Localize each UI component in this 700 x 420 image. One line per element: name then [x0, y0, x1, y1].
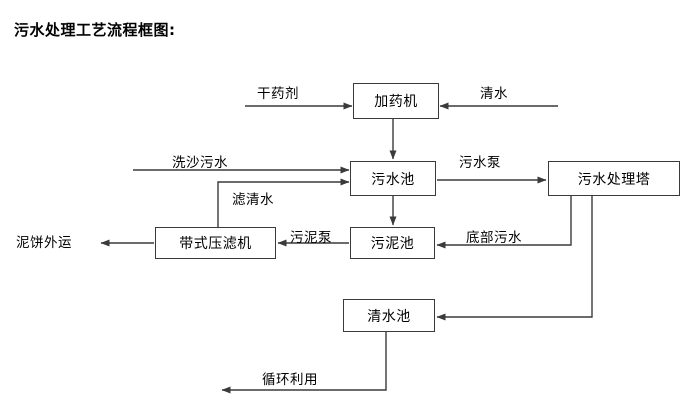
- edge-label-sewage-pump: 污水泵: [459, 155, 501, 171]
- node-treatment-tower[interactable]: 污水处理塔: [548, 161, 680, 196]
- edge-treatment-tower-to-sludge-pond: [436, 196, 572, 249]
- node-wastewater-pond[interactable]: 污水池: [350, 161, 436, 196]
- node-dosing-machine-label: 加药机: [374, 94, 418, 110]
- edge-clearwater-pond-to-recycle: [221, 332, 387, 394]
- node-wastewater-pond-label: 污水池: [371, 171, 415, 188]
- node-sludge-pond[interactable]: 污泥池: [350, 227, 435, 259]
- node-belt-filter-press[interactable]: 带式压滤机: [155, 227, 276, 259]
- edge-label-clean-water: 清水: [480, 86, 508, 102]
- edge-label-filtered-water: 滤清水: [232, 192, 274, 208]
- node-belt-filter-press-label: 带式压滤机: [179, 236, 252, 252]
- edge-label-sand-wash-water: 洗沙污水: [172, 155, 228, 171]
- edge-label-recycle-reuse: 循环利用: [262, 372, 318, 388]
- node-treatment-tower-label: 污水处理塔: [577, 171, 651, 188]
- page-title: 污水处理工艺流程框图:: [14, 21, 176, 39]
- node-clearwater-pond[interactable]: 清水池: [343, 299, 435, 332]
- edge-treatment-tower-to-clearwater-pond: [436, 196, 593, 321]
- edge-label-bottom-sewage: 底部污水: [466, 230, 522, 246]
- node-clearwater-pond-label: 清水池: [367, 308, 411, 325]
- edge-label-sludge-pump: 污泥泵: [290, 230, 332, 246]
- edge-belt-filter-to-wastewater-pond: [217, 178, 350, 227]
- node-dosing-machine[interactable]: 加药机: [353, 83, 439, 119]
- edge-label-dry-reagent: 干药剂: [257, 86, 299, 102]
- node-sludge-pond-label: 污泥池: [370, 236, 415, 252]
- terminal-label-mud-cake-out: 泥饼外运: [16, 235, 72, 251]
